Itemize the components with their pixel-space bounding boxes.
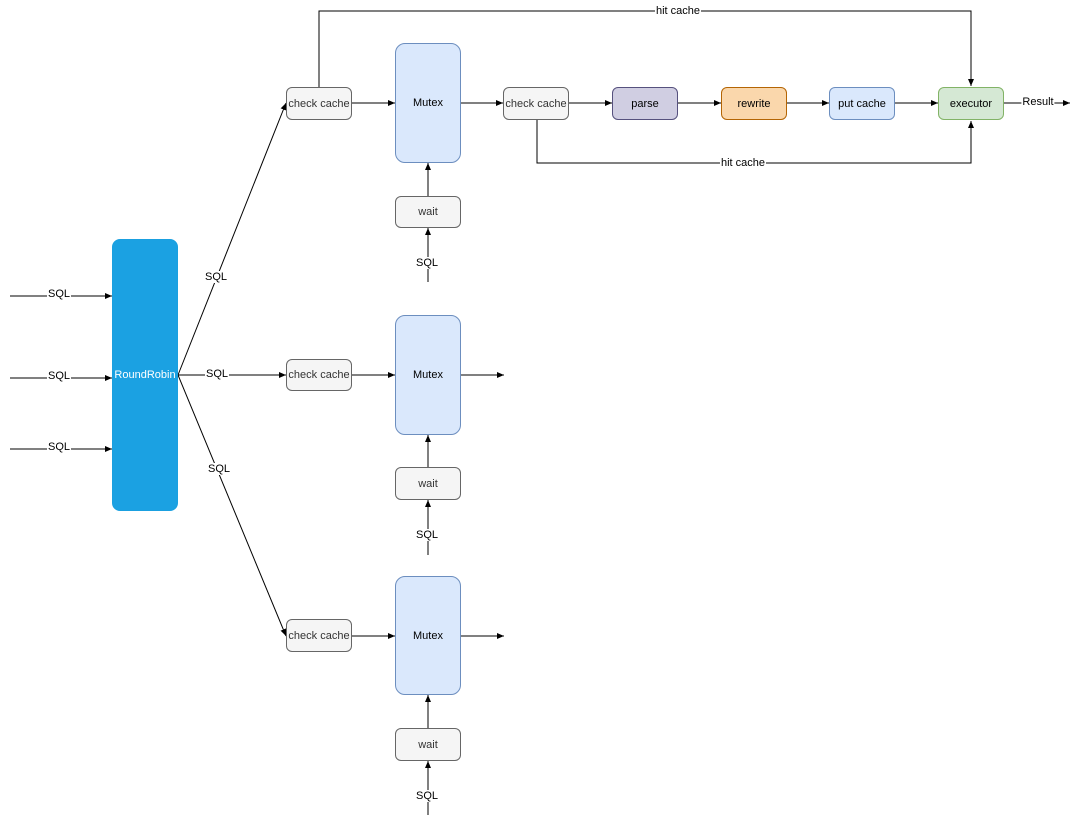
mutex-node-3: Mutex bbox=[395, 576, 461, 695]
roundrobin-node: RoundRobin bbox=[112, 239, 178, 511]
wait-node-2: wait bbox=[395, 467, 461, 500]
wait-node-3: wait bbox=[395, 728, 461, 761]
edge-label-sql-rr-top: SQL bbox=[203, 271, 229, 283]
edge-rr-top bbox=[177, 102, 287, 376]
edge-rr-bottom bbox=[177, 374, 287, 637]
edge-label-result: Result bbox=[1021, 96, 1055, 108]
edge-label-sql-input-3: SQL bbox=[46, 441, 72, 453]
edge-label-sql-input-2: SQL bbox=[46, 370, 72, 382]
mutex-node-2: Mutex bbox=[395, 315, 461, 435]
mutex-node-1: Mutex bbox=[395, 43, 461, 163]
edge-label-sql-wait-3: SQL bbox=[414, 790, 440, 802]
edge-label-sql-rr-bottom: SQL bbox=[206, 463, 232, 475]
check-cache-node-pipeline: check cache bbox=[503, 87, 569, 120]
check-cache-node-3: check cache bbox=[286, 619, 352, 652]
edge-label-sql-input-1: SQL bbox=[46, 288, 72, 300]
edge-label-sql-wait-2: SQL bbox=[414, 529, 440, 541]
edge-label-sql-wait-1: SQL bbox=[414, 257, 440, 269]
rewrite-node: rewrite bbox=[721, 87, 787, 120]
edge-label-hit-cache-top: hit cache bbox=[654, 5, 702, 17]
check-cache-node-2: check cache bbox=[286, 359, 352, 391]
put-cache-node: put cache bbox=[829, 87, 895, 120]
executor-node: executor bbox=[938, 87, 1004, 120]
edge-label-hit-cache-bottom: hit cache bbox=[719, 157, 767, 169]
edge-hit-cache-top bbox=[318, 10, 974, 87]
check-cache-node-1: check cache bbox=[286, 87, 352, 120]
wait-node-1: wait bbox=[395, 196, 461, 228]
parse-node: parse bbox=[612, 87, 678, 120]
edge-label-sql-rr-mid: SQL bbox=[204, 368, 230, 380]
